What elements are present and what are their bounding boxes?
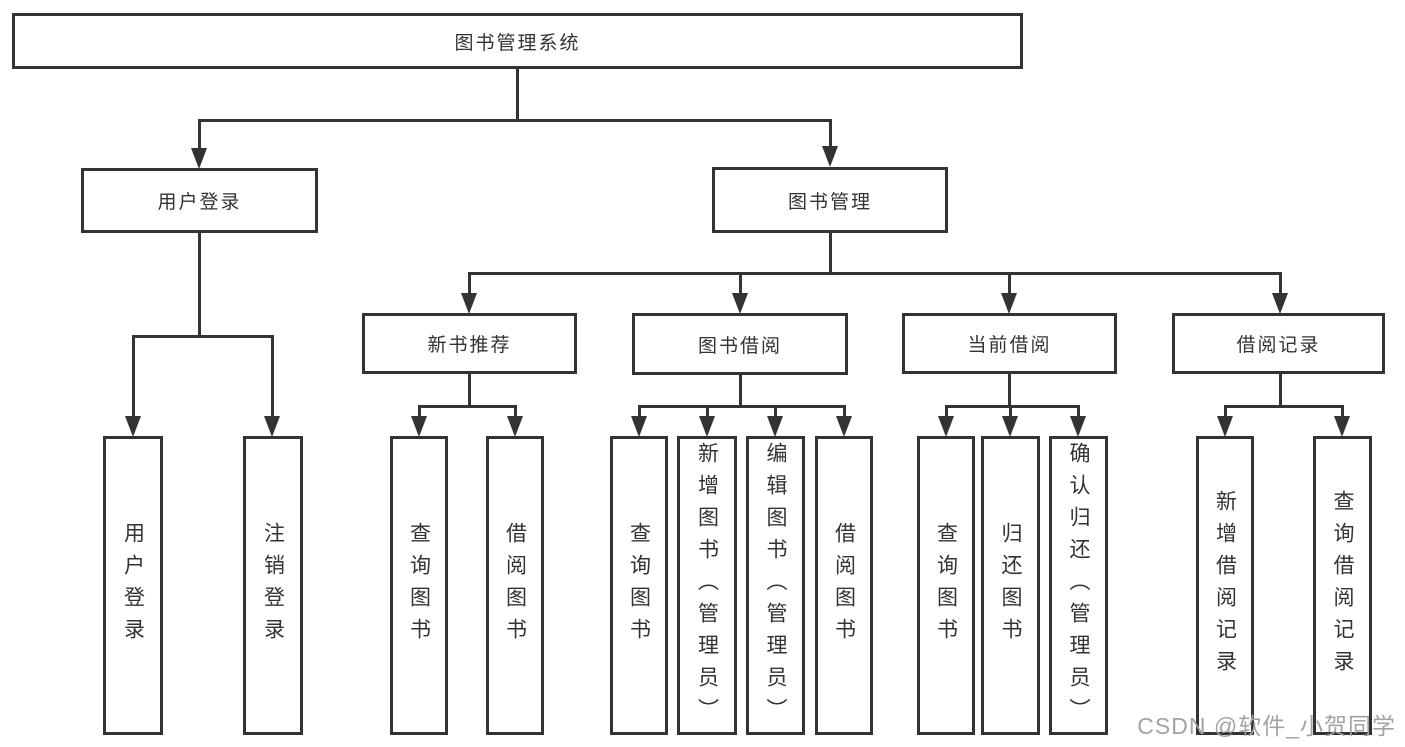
edge-line — [467, 272, 1282, 275]
arrow-down-icon — [732, 293, 748, 314]
leaf-user-login: 用户登录 — [103, 436, 163, 735]
edge-line — [944, 405, 948, 416]
leaf-query-books-current: 查询图书 — [917, 436, 975, 735]
leaf-add-borrowing-record: 新增借阅记录 — [1196, 436, 1254, 735]
edge-line — [828, 119, 832, 147]
edge-line — [828, 233, 832, 272]
edge-line — [197, 119, 201, 148]
edge-line — [773, 405, 777, 416]
edge-line — [1223, 405, 1344, 408]
edge-line — [197, 119, 832, 122]
leaf-query-borrowing-record: 查询借阅记录 — [1313, 436, 1372, 735]
edge-line — [467, 374, 471, 405]
leaf-logout: 注销登录 — [243, 436, 303, 735]
arrow-down-icon — [631, 416, 647, 437]
arrow-down-icon — [836, 416, 852, 437]
edge-line — [1278, 374, 1282, 405]
edge-line — [131, 335, 135, 416]
arrow-down-icon — [1334, 416, 1350, 437]
edge-line — [944, 405, 1080, 408]
arrow-down-icon — [191, 148, 207, 169]
edge-line — [1340, 405, 1344, 416]
node-current-borrowing: 当前借阅 — [902, 313, 1117, 374]
csdn-watermark: CSDN @软件_小贺同学 — [1137, 713, 1396, 739]
arrow-down-icon — [411, 416, 427, 437]
edge-line — [637, 405, 846, 408]
arrow-down-icon — [264, 416, 280, 437]
arrow-down-icon — [125, 416, 141, 437]
edge-line — [1007, 272, 1011, 293]
edge-line — [417, 405, 421, 416]
arrow-down-icon — [822, 146, 838, 167]
edge-line — [197, 233, 201, 335]
leaf-borrow-books-borrowing: 借阅图书 — [815, 436, 873, 735]
leaf-query-books-borrowing: 查询图书 — [610, 436, 668, 735]
node-library-management-system: 图书管理系统 — [12, 13, 1023, 69]
leaf-confirm-return-admin: 确认归还（管理员） — [1049, 436, 1108, 735]
arrow-down-icon — [1001, 293, 1017, 314]
arrow-down-icon — [1217, 416, 1233, 437]
edge-line — [842, 405, 846, 416]
leaf-add-books-admin: 新增图书（管理员） — [677, 436, 737, 735]
edge-line — [417, 405, 517, 408]
edge-line — [1076, 405, 1080, 416]
edge-line — [515, 68, 519, 119]
node-borrowing-records: 借阅记录 — [1172, 313, 1385, 374]
arrow-down-icon — [767, 416, 783, 437]
arrow-down-icon — [1002, 416, 1018, 437]
edge-line — [513, 405, 517, 416]
edge-line — [738, 272, 742, 293]
edge-line — [1007, 374, 1011, 405]
leaf-borrow-books-recommend: 借阅图书 — [486, 436, 544, 735]
node-user-login: 用户登录 — [81, 168, 318, 233]
arrow-down-icon — [461, 293, 477, 314]
edge-line — [637, 405, 641, 416]
leaf-query-books-recommend: 查询图书 — [390, 436, 448, 735]
arrow-down-icon — [507, 416, 523, 437]
arrow-down-icon — [938, 416, 954, 437]
leaf-return-books: 归还图书 — [981, 436, 1040, 735]
edge-line — [467, 272, 471, 293]
edge-line — [1278, 272, 1282, 293]
edge-line — [738, 375, 742, 405]
edge-line — [1008, 405, 1012, 416]
edge-line — [1223, 405, 1227, 416]
node-new-book-recommendation: 新书推荐 — [362, 313, 577, 374]
leaf-edit-books-admin: 编辑图书（管理员） — [746, 436, 805, 735]
edge-line — [705, 405, 709, 416]
edge-line — [131, 335, 274, 338]
arrow-down-icon — [699, 416, 715, 437]
node-book-borrowing: 图书借阅 — [632, 313, 848, 375]
arrow-down-icon — [1070, 416, 1086, 437]
arrow-down-icon — [1272, 293, 1288, 314]
edge-line — [270, 335, 274, 416]
node-book-management: 图书管理 — [712, 167, 948, 233]
